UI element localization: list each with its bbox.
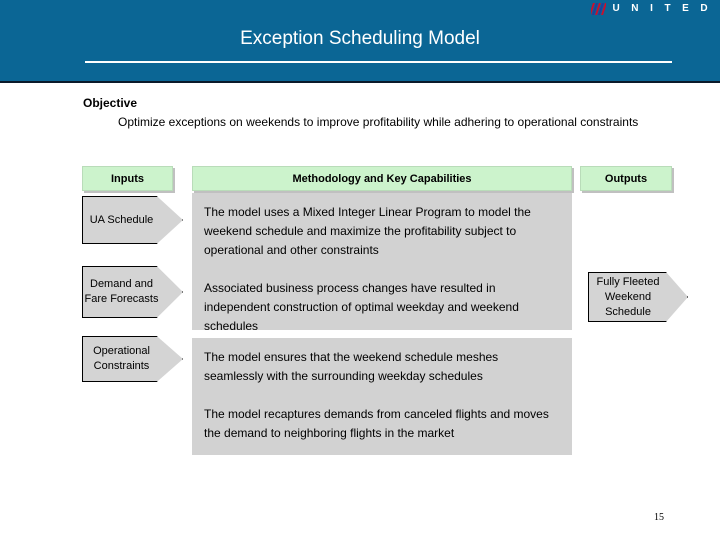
objective-block: Objective Optimize exceptions on weekend…	[83, 96, 673, 130]
slide-header: U N I T E D Exception Scheduling Model	[0, 0, 720, 83]
output-arrow-fully-fleeted-weekend-schedule: Fully Fleeted Weekend Schedule	[588, 272, 688, 322]
united-tulip-icon	[591, 3, 607, 15]
methodology-paragraph: The model ensures that the weekend sched…	[204, 350, 499, 383]
methodology-paragraph: The model uses a Mixed Integer Linear Pr…	[204, 205, 531, 257]
column-header-inputs: Inputs	[82, 166, 173, 191]
objective-text: Optimize exceptions on weekends to impro…	[118, 115, 639, 129]
page-number: 15	[654, 512, 664, 523]
brand-logo: U N I T E D	[591, 2, 712, 16]
input-arrow-ua-schedule: UA Schedule	[82, 196, 183, 244]
column-header-methodology: Methodology and Key Capabilities	[192, 166, 572, 191]
objective-heading: Objective	[83, 96, 138, 110]
input-arrow-operational-constraints: Operational Constraints	[82, 336, 183, 382]
column-header-outputs: Outputs	[580, 166, 672, 191]
methodology-panel-1: The model uses a Mixed Integer Linear Pr…	[192, 193, 572, 333]
page-title: Exception Scheduling Model	[240, 28, 480, 49]
methodology-panel-2: The model ensures that the weekend sched…	[192, 338, 572, 455]
methodology-paragraph: Associated business process changes have…	[204, 281, 519, 333]
methodology-paragraph: The model recaptures demands from cancel…	[204, 407, 549, 440]
input-arrow-demand-and-fare-forecasts: Demand and Fare Forecasts	[82, 266, 183, 318]
title-underline	[85, 61, 672, 63]
brand-wordmark: U N I T E D	[612, 3, 712, 14]
